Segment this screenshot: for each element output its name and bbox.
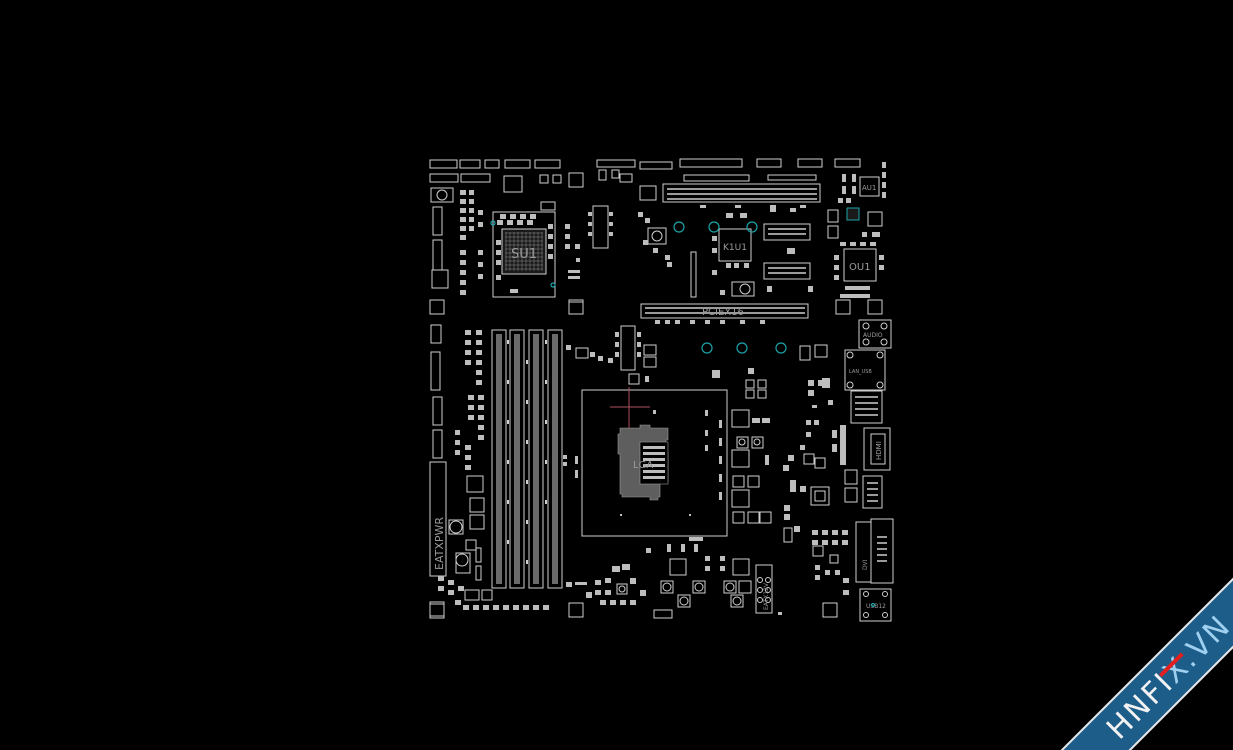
eatxpwr-connector[interactable]: EATXPWR: [429, 461, 447, 577]
mounting-vias: [673, 221, 787, 354]
dimm-slot-a2[interactable]: [509, 329, 525, 589]
chipset-su1[interactable]: SU1: [490, 201, 556, 298]
top-right-parts: [827, 162, 886, 239]
cpu-socket-lga[interactable]: LGA: [581, 389, 728, 541]
au1-audio-codec[interactable]: AU1: [859, 176, 880, 197]
pciex16-label: PCIEX16: [702, 307, 744, 318]
dimm-slot-b2[interactable]: [547, 329, 563, 589]
lan-usb-port[interactable]: LAN_USB: [844, 349, 886, 391]
chipset-label: SU1: [511, 247, 537, 262]
dvi-label: DVI: [862, 559, 869, 570]
eatx12v-label: EATX12V: [763, 582, 770, 610]
corner-fiducial: [867, 299, 883, 315]
eatx12v-connector[interactable]: EATX12V: [755, 564, 773, 614]
dimm-slots[interactable]: [491, 329, 578, 589]
usb12-label: USB12: [866, 603, 886, 610]
vga-port[interactable]: [862, 475, 883, 509]
fiducials: [429, 299, 851, 619]
pciex1-slot[interactable]: [662, 183, 821, 208]
left-edge-parts: [429, 187, 454, 617]
internal-headers: [763, 208, 813, 292]
hnfix-watermark: HNFIX.VN: [1033, 550, 1233, 750]
spi-area: [565, 185, 672, 315]
right-mid-parts: [783, 344, 858, 543]
lan-usb-label: LAN_USB: [849, 369, 872, 375]
k1u1-chip[interactable]: K1U1: [690, 213, 755, 298]
right-lower-parts: [812, 530, 849, 618]
left-passives: [438, 190, 549, 610]
dimm-slot-b1[interactable]: [528, 329, 544, 589]
au1-label: AU1: [862, 184, 876, 192]
watermark-text: HNFIX.VN: [1100, 608, 1233, 746]
usb12-port[interactable]: USB12: [859, 588, 892, 622]
usb-port-stack[interactable]: [850, 390, 883, 424]
bottom-parts: [568, 544, 782, 619]
eatxpwr-label: EATXPWR: [433, 517, 446, 570]
cursor-crosshair: [610, 387, 650, 428]
ou1-label: OU1: [849, 262, 871, 273]
dimm-slot-a1[interactable]: [491, 329, 507, 589]
top-headers: [429, 158, 861, 193]
socket-label: LGA: [633, 460, 653, 471]
pciex16-slot[interactable]: PCIEX16: [640, 303, 809, 324]
vrm-right: [712, 368, 772, 524]
audio-jack[interactable]: AUDIO: [858, 319, 892, 349]
ou1-super-io[interactable]: OU1: [834, 242, 884, 298]
k1u1-label: K1U1: [723, 243, 747, 253]
audio-jack-label: AUDIO: [863, 332, 883, 339]
watermark-band: HNFIX.VN: [1052, 550, 1233, 750]
hdmi-label: HDMI: [875, 441, 883, 460]
dvi-port[interactable]: DVI: [855, 518, 894, 584]
vrm-left: [566, 325, 657, 385]
hdmi-port[interactable]: HDMI: [863, 427, 891, 471]
